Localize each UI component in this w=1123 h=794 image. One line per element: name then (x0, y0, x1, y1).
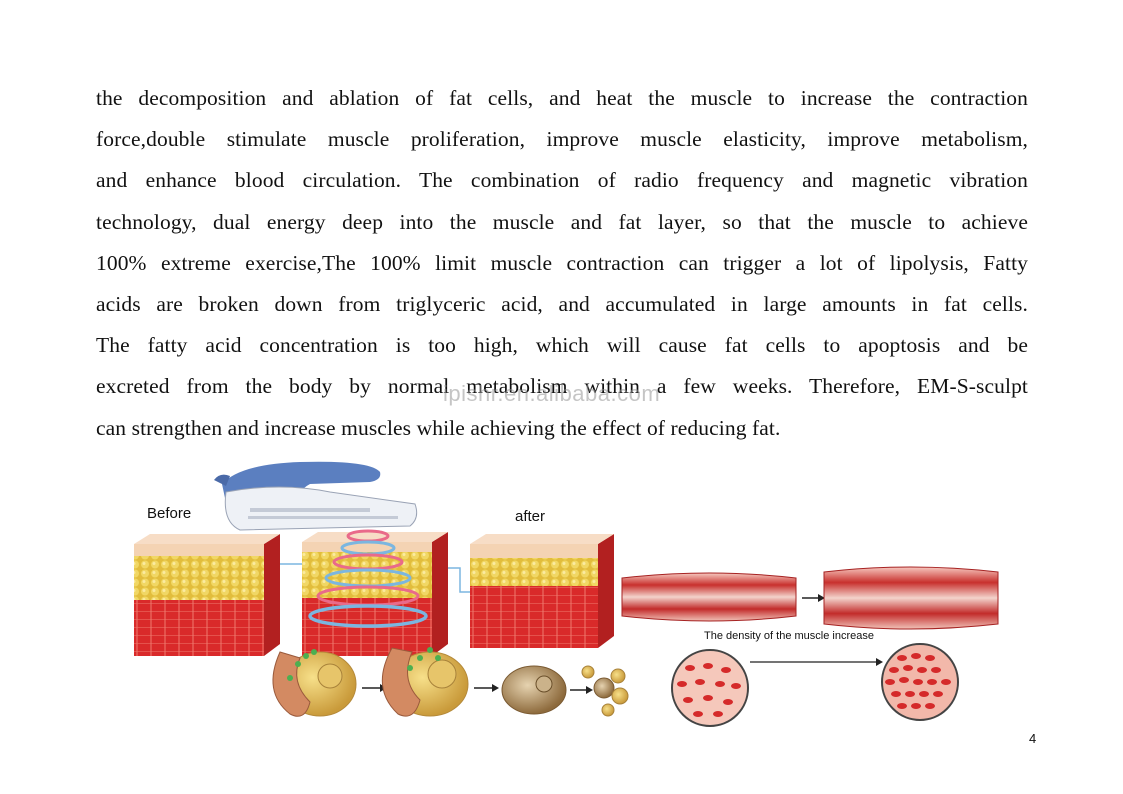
text-line: technology, dual energy deep into the mu… (96, 209, 1028, 234)
page-number: 4 (1029, 731, 1037, 746)
before-label: Before (147, 505, 192, 522)
text-line: excreted from the body by normal metabol… (96, 374, 1028, 399)
text-line: acids are broken down from triglyceric a… (96, 291, 1028, 316)
after-label: after (515, 508, 546, 525)
skin-block-before (134, 534, 280, 656)
treatment-illustration: Before after The density of the muscle i… (130, 452, 1010, 727)
watermark: ipishr.en.alibaba.com (443, 381, 661, 406)
skin-block-treatment (302, 529, 448, 656)
muscle-density-caption: The density of the muscle increase (704, 630, 874, 642)
skin-block-after (470, 534, 614, 648)
illustration-graphic (134, 461, 999, 727)
muscle-density-before (671, 649, 749, 727)
text-line: force,double stimulate muscle proliferat… (96, 127, 1028, 152)
text-line: can strengthen and increase muscles whil… (96, 415, 781, 440)
text-line: and enhance blood circulation. The combi… (96, 168, 1028, 193)
muscle-fiber-after (823, 566, 999, 630)
muscle-density-after (881, 643, 959, 721)
text-line: The fatty acid concentration is too high… (96, 333, 1028, 358)
text-line: the decomposition and ablation of fat ce… (96, 86, 1028, 110)
fat-cell-sequence (272, 647, 629, 717)
text-line: 100% extreme exercise,The 100% limit mus… (96, 250, 1028, 275)
muscle-fiber-before (621, 572, 797, 622)
body-paragraph: the decomposition and ablation of fat ce… (96, 78, 1028, 449)
device-icon (214, 461, 418, 531)
